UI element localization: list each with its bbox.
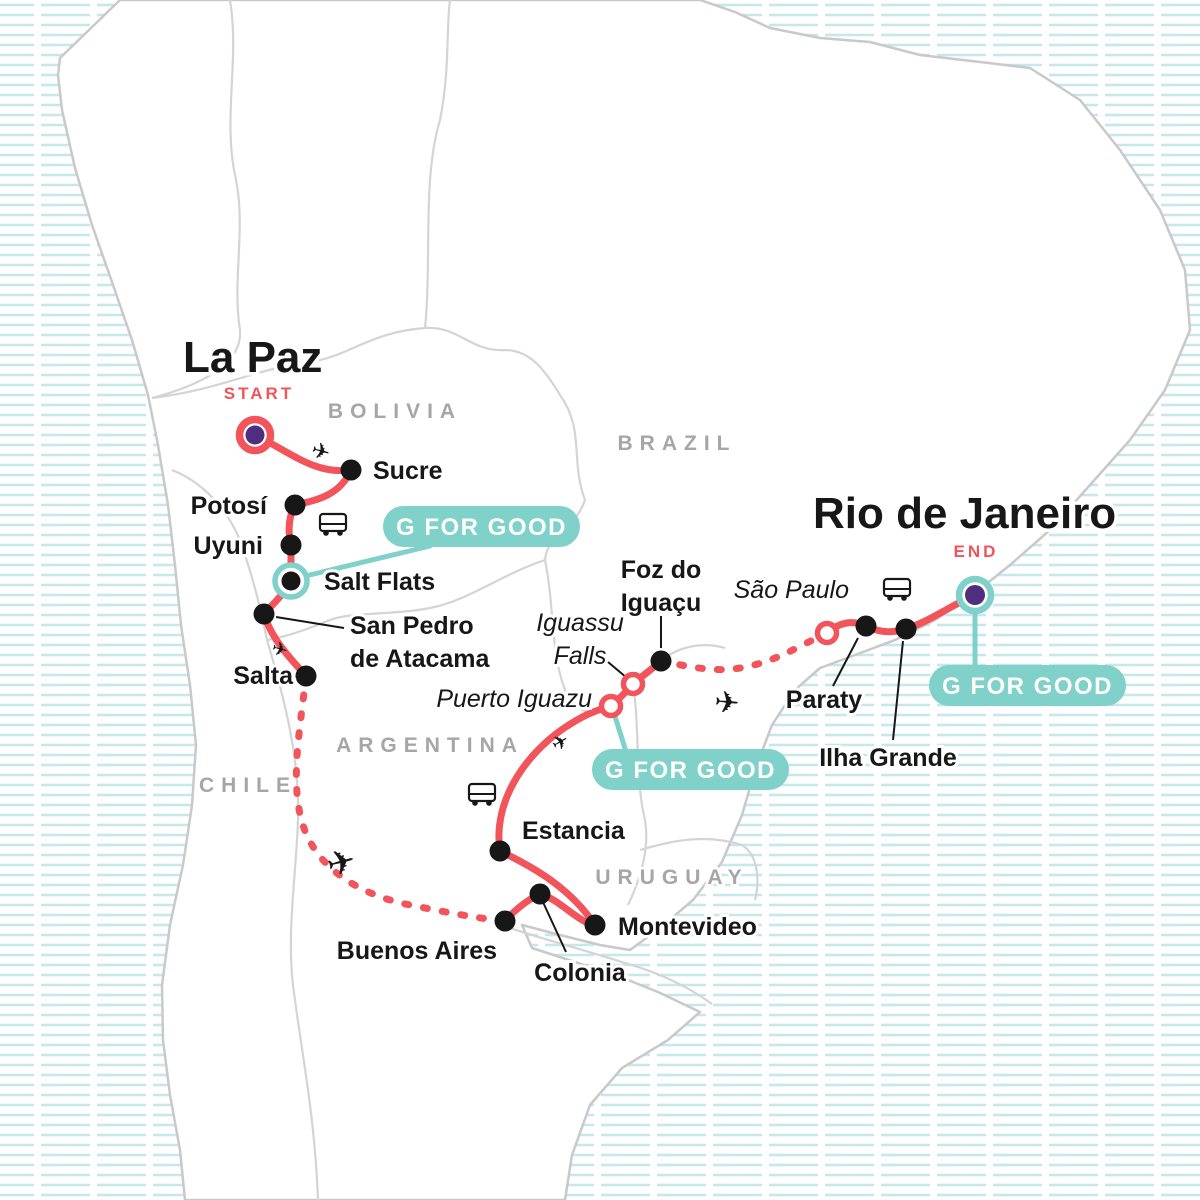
border-line [151, 0, 242, 400]
label-leader-line [275, 616, 345, 629]
city-marker-estancia [489, 840, 511, 862]
border-line [423, 0, 452, 329]
end-marker-rio-de-janeiro [965, 585, 985, 605]
landmass [56, 0, 1192, 1200]
waypoint-label-sao-paulo: São Paulo [734, 576, 849, 604]
border-line [627, 683, 648, 906]
country-label-brazil: BRAZIL [618, 432, 737, 455]
end-city-label: Rio de Janeiro [813, 489, 1116, 538]
city-label-san-pedro-de-atacama: San Pedro [350, 612, 474, 640]
city-marker-salta [295, 665, 317, 687]
city-label-uyuni: Uyuni [194, 532, 263, 560]
g-for-good-badge-label: G FOR GOOD [942, 673, 1113, 700]
bus-icon [467, 782, 497, 806]
start-tag: START [224, 384, 294, 403]
route-sao-paulo-to-rio [823, 591, 979, 637]
g-for-good-badge-label: G FOR GOOD [396, 514, 567, 541]
end-tag: END [954, 542, 999, 561]
label-leader-line [832, 637, 859, 687]
city-markers [235, 415, 995, 936]
label-leader-line [607, 661, 628, 679]
city-label-montevideo: Montevideo [618, 913, 757, 941]
city-marker-uyuni [280, 534, 302, 556]
bus-icon [318, 512, 348, 536]
city-marker-paraty [855, 615, 877, 637]
country-labels: BOLIVIA BRAZIL CHILE ARGENTINA URUGUAY [197, 398, 748, 892]
border-line [151, 326, 561, 400]
city-label-potosi: Potosí [191, 492, 268, 520]
river-line [506, 925, 713, 1005]
country-label-uruguay: URUGUAY [595, 866, 748, 889]
city-label-foz-do-iguacu: Iguaçu [621, 589, 702, 617]
border-line [639, 837, 759, 901]
waypoint-marker-iguassu-falls [620, 671, 646, 697]
city-label-buenos-aires: Buenos Aires [337, 937, 497, 965]
city-label-colonia: Colonia [534, 959, 627, 987]
waypoint-marker-puerto-iguazu [598, 693, 624, 719]
city-marker-buenos-aires [494, 910, 516, 932]
g-for-good-badge: G FOR GOOD [592, 749, 789, 790]
city-label-paraty: Paraty [786, 686, 863, 714]
route-foz-to-sao-paulo-flight [657, 629, 831, 674]
leader-lines [275, 616, 904, 953]
country-label-chile: CHILE [199, 774, 297, 797]
city-label-foz-do-iguacu: Foz do [621, 556, 702, 584]
city-marker-foz-do-iguacu [650, 650, 672, 672]
plane-icon: ✈ [713, 685, 741, 722]
plane-icon: ✈ [269, 637, 290, 662]
badge-connector-line [290, 543, 433, 582]
city-label-sucre: Sucre [373, 457, 443, 485]
city-label-ilha-grande: Ilha Grande [819, 744, 957, 772]
city-label-san-pedro-de-atacama: de Atacama [350, 645, 491, 673]
g-for-good-badge-label: G FOR GOOD [605, 757, 776, 784]
city-label-estancia: Estancia [522, 817, 626, 845]
start-marker-la-paz [245, 425, 265, 445]
city-marker-colonia [529, 883, 551, 905]
g-for-good-badges: G FOR GOOD G FOR GOOD G FOR GOOD [383, 506, 1126, 790]
g-for-good-badge: G FOR GOOD [929, 665, 1126, 706]
city-marker-san-pedro-de-atacama [253, 603, 275, 625]
waypoint-label-puerto-iguazu: Puerto Iguazu [436, 685, 592, 713]
label-leader-line [541, 899, 567, 953]
city-marker-potosi [284, 494, 306, 516]
country-label-bolivia: BOLIVIA [328, 400, 462, 423]
waypoint-marker-sao-paulo [814, 620, 840, 646]
g-for-good-badge: G FOR GOOD [383, 506, 580, 547]
country-label-argentina: ARGENTINA [336, 734, 524, 757]
waypoint-label-iguassu-falls: Falls [554, 642, 607, 670]
waypoint-label-iguassu-falls: Iguassu [536, 609, 624, 637]
city-marker-ilha-grande [895, 618, 917, 640]
city-marker-salt-flats [281, 571, 301, 591]
city-marker-montevideo [584, 914, 606, 936]
bus-icon [882, 577, 912, 601]
start-city-label: La Paz [183, 333, 322, 382]
city-marker-sucre [340, 459, 362, 481]
city-label-salta: Salta [233, 662, 294, 690]
border-line [265, 639, 320, 1200]
label-leader-line [892, 640, 904, 741]
border-line [266, 558, 546, 642]
city-label-salt-flats: Salt Flats [324, 568, 435, 596]
